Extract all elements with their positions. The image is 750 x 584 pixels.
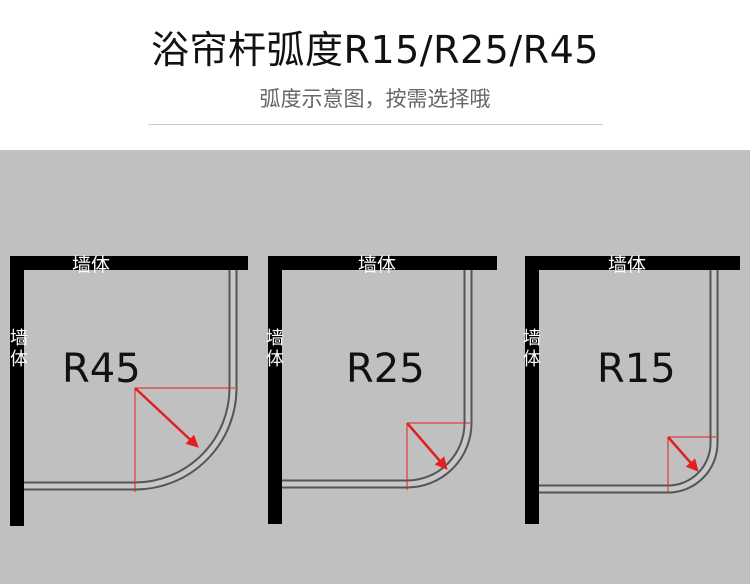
top-wall [268, 256, 497, 270]
wall-side-label-1: 墙 [10, 328, 28, 349]
radius-arrow [667, 436, 699, 472]
wall-side-label-2: 体 [523, 349, 541, 370]
side-wall [268, 256, 282, 524]
top-wall [525, 256, 740, 270]
curvature-diagrams: 墙体 墙 体 R45 墙体 墙 体 R25 [10, 254, 740, 526]
wall-top-label: 墙体 [358, 254, 396, 276]
top-wall [10, 256, 248, 270]
radius-label: R25 [346, 346, 425, 392]
diagram-r25: 墙体 墙 体 R25 [266, 254, 497, 524]
wall-side-label-2: 体 [10, 349, 28, 370]
diagram-r45: 墙体 墙 体 R45 [10, 254, 248, 526]
page-subtitle: 弧度示意图，按需选择哦 [259, 87, 491, 111]
radius-arrow [406, 422, 448, 470]
radius-label: R15 [597, 346, 676, 392]
wall-top-label: 墙体 [72, 254, 110, 276]
wall-side-label-1: 墙 [523, 328, 541, 349]
wall-side-label-2: 体 [266, 349, 284, 370]
radius-label: R45 [62, 346, 141, 392]
diagram-panel: 墙体 墙 体 R45 墙体 墙 体 R25 [0, 150, 750, 584]
header: 浴帘杆弧度R15/R25/R45 弧度示意图，按需选择哦 [0, 0, 750, 150]
side-wall [10, 256, 24, 526]
side-wall [525, 256, 539, 524]
radius-arrow [134, 387, 199, 448]
diagram-r15: 墙体 墙 体 R15 [523, 254, 740, 524]
wall-side-label-1: 墙 [266, 328, 284, 349]
header-divider [148, 124, 603, 125]
page-title: 浴帘杆弧度R15/R25/R45 [151, 28, 599, 72]
wall-top-label: 墙体 [608, 254, 646, 276]
